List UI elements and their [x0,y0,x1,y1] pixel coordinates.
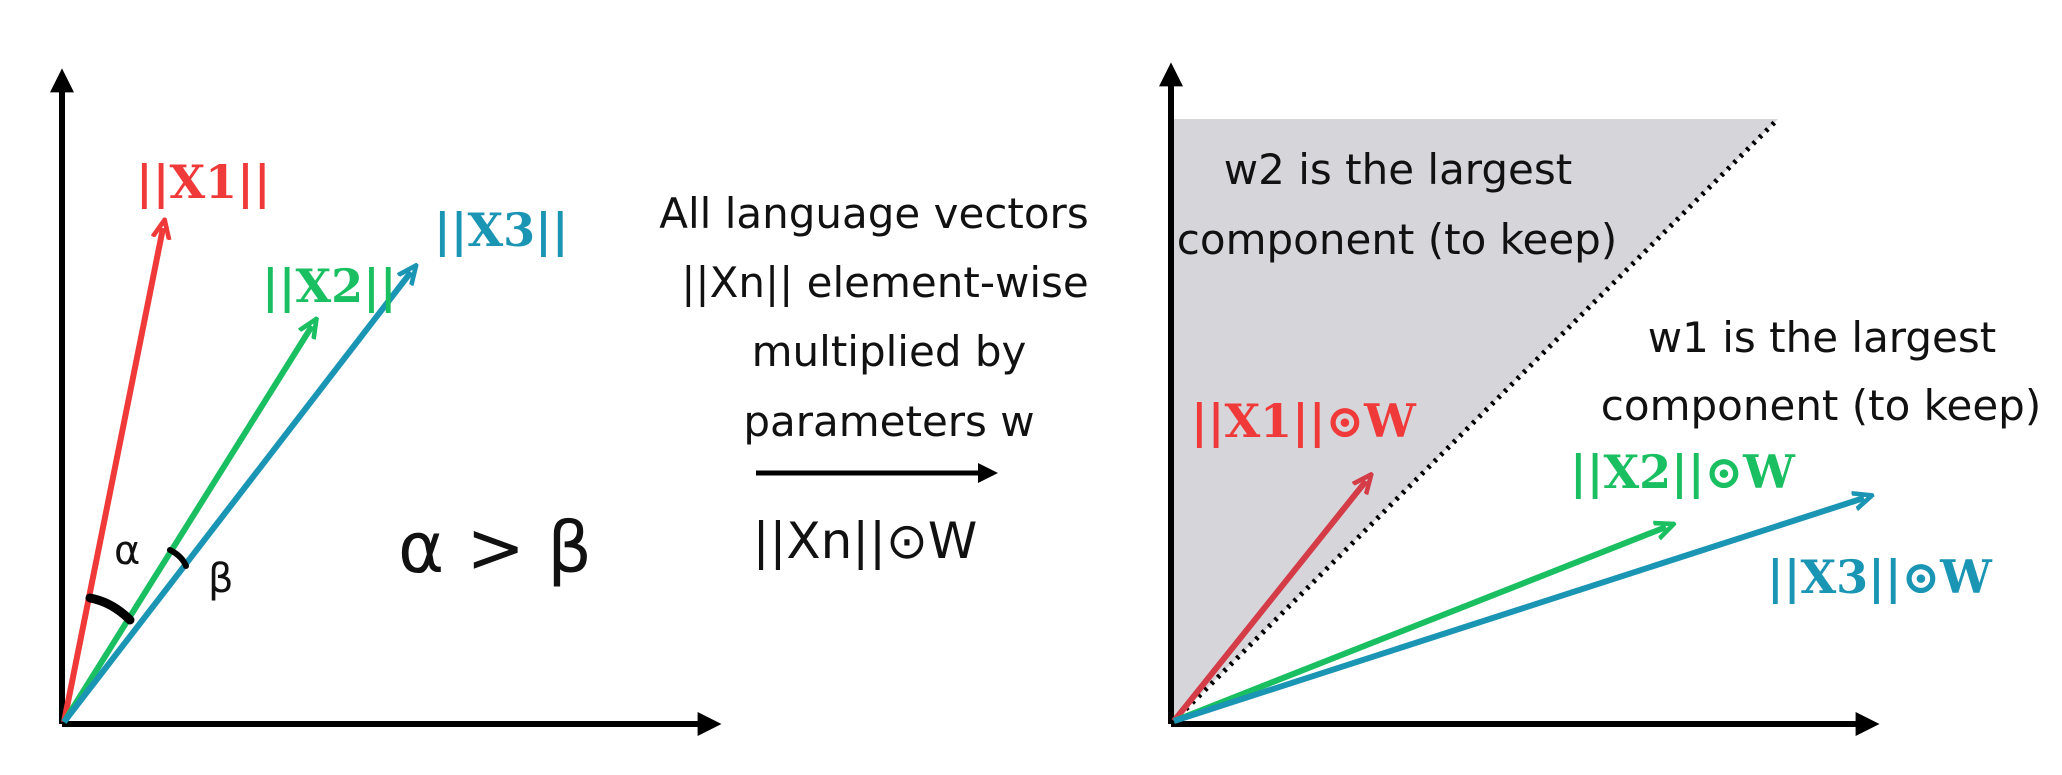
alpha-angle-arc [85,593,135,625]
label-x2: ||X2|| [262,259,397,313]
middle-line-3: multiplied by [752,327,1027,376]
label-x1w: ||X1||⊙W [1191,394,1417,448]
formula-label: ||Xn||⊙W [753,512,978,570]
label-x3: ||X3|| [434,203,569,257]
region-upper-line-1: w2 is the largest [1224,145,1572,194]
vector-x1 [61,228,163,723]
beta-label: β [208,556,234,602]
alpha-label: α [114,528,140,574]
middle-line-1: All language vectors [659,189,1088,238]
middle-line-2: ||Xn|| element-wise [681,258,1088,307]
beta-angle-arc [167,547,189,569]
vector-x1w [1171,481,1366,723]
label-x2w: ||X2||⊙W [1570,445,1796,499]
label-x3w: ||X3||⊙W [1767,550,1993,604]
inequality-label: α > β [398,507,592,589]
region-lower-line-1: w1 is the largest [1648,313,1996,362]
vector-x2w [1172,527,1666,724]
middle-line-4: parameters w [743,397,1034,446]
right-panel: w2 is the largest component (to keep) w1… [1159,62,2041,736]
label-x1: ||X1|| [136,155,271,209]
vector-x3w [1173,498,1864,724]
middle-explanation: All language vectors ||Xn|| element-wise… [659,189,1088,570]
diagonal-boundary [1171,117,1780,724]
region-upper-line-2: component (to keep) [1177,215,1617,264]
vector-x3 [61,272,411,724]
region-lower-line-2: component (to keep) [1601,381,2041,430]
left-panel: ||X1|| ||X2|| ||X3|| α β α > β [50,68,722,736]
vector-x2 [61,326,312,724]
